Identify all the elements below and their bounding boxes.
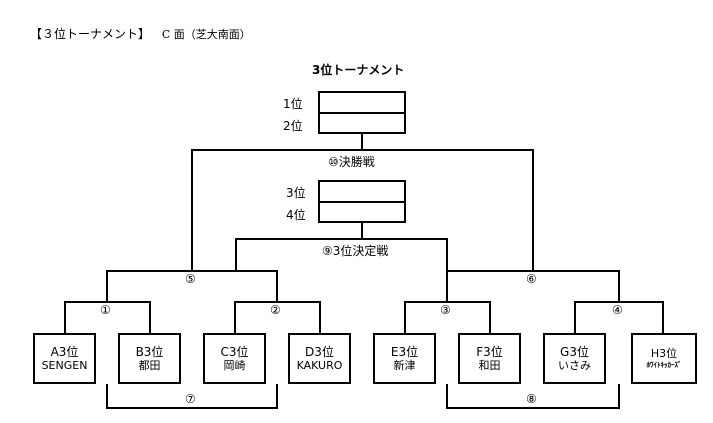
third-left-drop xyxy=(235,238,237,271)
drop-c xyxy=(234,301,236,334)
team-name: 岡崎 xyxy=(223,358,246,372)
team-c-box: C3位 岡崎 xyxy=(203,333,266,384)
drop-a xyxy=(64,301,66,334)
drop-g xyxy=(574,301,576,334)
final-bar xyxy=(191,149,534,151)
team-name: いさみ xyxy=(558,358,591,372)
match-6-label: ⑥ xyxy=(526,272,537,286)
team-h-box: H3位 ﾎﾜｲﾄｷｯｶｰｽﾞ xyxy=(631,333,697,384)
team-name: ﾎﾜｲﾄｷｯｶｰｽﾞ xyxy=(646,361,682,369)
match-8-left-drop xyxy=(446,384,448,409)
third-bar xyxy=(235,238,448,240)
team-seed: E3位 xyxy=(390,344,419,359)
match-7-right-drop xyxy=(276,384,278,409)
rank-1-2-box xyxy=(318,91,406,134)
team-seed: C3位 xyxy=(220,344,249,359)
match-5-label: ⑤ xyxy=(185,272,196,286)
team-g-box: G3位 いさみ xyxy=(543,333,606,384)
semi-6-left-drop xyxy=(446,270,448,302)
team-d-box: D3位 KAKURO xyxy=(288,333,351,384)
team-name: 和田 xyxy=(478,358,501,372)
team-seed: H3位 xyxy=(650,347,678,360)
semi-6-bar xyxy=(446,270,620,272)
match-8-label: ⑧ xyxy=(526,392,537,406)
rank-2-label: 2位 xyxy=(283,119,303,133)
match-7-bar xyxy=(106,407,278,409)
team-seed: G3位 xyxy=(560,344,589,359)
team-seed: D3位 xyxy=(305,344,334,359)
match-1-label: ① xyxy=(100,303,111,317)
team-f-box: F3位 和田 xyxy=(458,333,521,384)
rank-1-label: 1位 xyxy=(283,97,303,111)
semi-5-bar xyxy=(106,270,278,272)
final-right-drop xyxy=(532,149,534,271)
rank-box-divider xyxy=(320,200,404,203)
match-2-label: ② xyxy=(270,303,281,317)
semi-6-right-drop xyxy=(618,270,620,302)
semi-5-right-drop xyxy=(276,270,278,302)
drop-f xyxy=(489,301,491,334)
match-8-right-drop xyxy=(618,384,620,409)
round1-4-bar xyxy=(574,301,664,303)
team-e-box: E3位 新津 xyxy=(373,333,436,384)
final-stem xyxy=(361,134,363,150)
third-right-drop xyxy=(446,238,448,271)
tournament-title: 3位トーナメント xyxy=(312,63,405,77)
team-name: SENGEN xyxy=(41,358,88,372)
rank-3-4-box xyxy=(318,180,406,223)
match-10-label: ⑩決勝戦 xyxy=(328,155,375,169)
round1-3-bar xyxy=(404,301,491,303)
drop-b xyxy=(149,301,151,334)
page-heading: 【３位トーナメント】 C 面（芝大南面） xyxy=(30,25,251,42)
match-4-label: ④ xyxy=(612,303,623,317)
heading-title: 【３位トーナメント】 xyxy=(30,27,151,41)
match-7-left-drop xyxy=(106,384,108,409)
match-9-label: ⑨3位決定戦 xyxy=(322,244,389,258)
heading-sub: C 面（芝大南面） xyxy=(161,28,251,41)
rank-3-label: 3位 xyxy=(286,186,306,200)
drop-e xyxy=(404,301,406,334)
team-seed: B3位 xyxy=(135,344,164,359)
match-7-label: ⑦ xyxy=(185,392,196,406)
team-seed: F3位 xyxy=(476,344,503,359)
rank-box-divider xyxy=(320,111,404,114)
team-name: 都田 xyxy=(138,358,161,372)
round1-1-bar xyxy=(64,301,151,303)
team-b-box: B3位 都田 xyxy=(118,333,181,384)
drop-d xyxy=(319,301,321,334)
round1-2-bar xyxy=(234,301,321,303)
match-3-label: ③ xyxy=(440,303,451,317)
third-stem xyxy=(361,223,363,239)
match-8-bar xyxy=(446,407,620,409)
team-seed: A3位 xyxy=(50,344,79,359)
team-a-box: A3位 SENGEN xyxy=(33,333,96,384)
final-left-drop xyxy=(191,149,193,271)
semi-5-left-drop xyxy=(106,270,108,302)
drop-h xyxy=(662,301,664,334)
team-name: 新津 xyxy=(393,358,416,372)
team-name: KAKURO xyxy=(296,358,343,372)
rank-4-label: 4位 xyxy=(286,208,306,222)
